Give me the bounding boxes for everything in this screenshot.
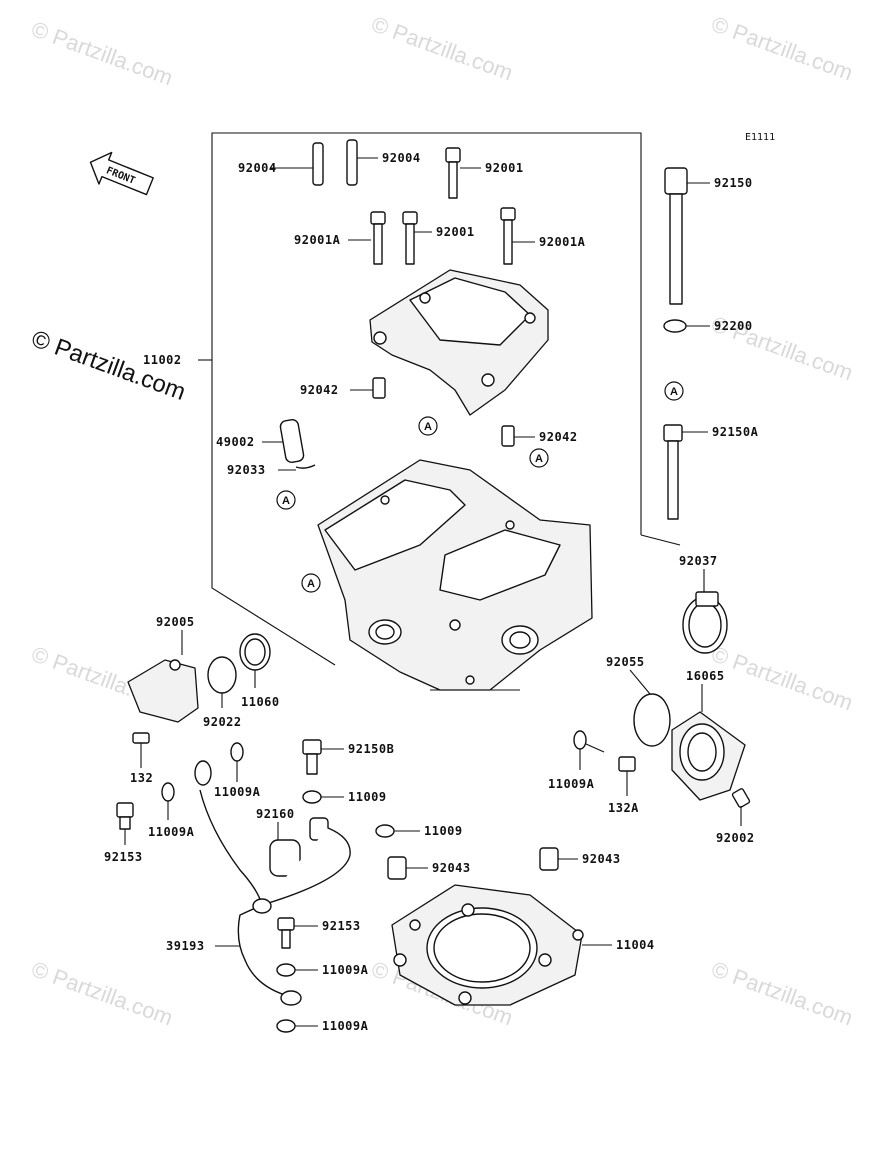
washer-drawing	[161, 730, 587, 1033]
part-label: 92042	[539, 430, 578, 444]
leader-lines	[124, 157, 742, 1027]
part-labels: 92004 92004 92001 92150 92001A 92001 920…	[104, 151, 759, 1033]
part-label: 92004	[382, 151, 421, 165]
part-label: 49002	[216, 435, 255, 449]
part-label: 92055	[606, 655, 645, 669]
cylinder-head-drawing	[317, 459, 593, 691]
part-label: 11009A	[322, 1019, 369, 1033]
part-label: 11060	[241, 695, 280, 709]
watermark: © Partzilla.com	[28, 16, 176, 90]
callout-letter: A	[282, 495, 290, 507]
bolt-drawing	[370, 147, 516, 265]
part-label: 92042	[300, 383, 339, 397]
part-label: 92004	[238, 161, 277, 175]
callout-letter: A	[535, 453, 543, 465]
front-arrow-icon: FRONT	[89, 151, 154, 196]
part-label: 132A	[608, 801, 639, 815]
part-label: 92150A	[712, 425, 759, 439]
head-gasket-drawing	[391, 884, 584, 1006]
callout-letter: A	[670, 386, 678, 398]
bolt-small-drawing	[731, 788, 751, 808]
part-label: 39193	[166, 939, 205, 953]
part-label: 92153	[104, 850, 143, 864]
bolt-small-drawing	[116, 732, 636, 949]
clamp-drawing	[682, 591, 728, 654]
dowel-pin-drawing	[312, 139, 358, 186]
watermark: © Partzilla.com	[28, 956, 176, 1030]
camshaft-holder-drawing	[369, 269, 549, 416]
watermark: © Partzilla.com	[368, 11, 516, 85]
part-label: 92022	[203, 715, 242, 729]
part-label: 92043	[582, 852, 621, 866]
callout-letter: A	[307, 578, 315, 590]
watermark: © Partzilla.com	[708, 956, 856, 1030]
part-label: 92002	[716, 831, 755, 845]
carb-holder-drawing	[671, 711, 746, 801]
part-label: 11009A	[214, 785, 261, 799]
dowel-small-drawing	[372, 377, 515, 447]
ref-code: E1111	[745, 132, 775, 143]
part-label: 92150B	[348, 742, 394, 756]
watermark: © Partzilla.com	[708, 11, 856, 85]
part-label: 92043	[432, 861, 471, 875]
part-label: 11009	[348, 790, 387, 804]
callout-markers: A A A A A	[276, 381, 684, 593]
part-label: 92200	[714, 319, 753, 333]
watermark: © Partzilla.com	[708, 641, 856, 715]
part-label: 92037	[679, 554, 718, 568]
guide-drawing	[279, 419, 316, 469]
part-label: 11002	[143, 353, 182, 367]
dowel-drawing	[387, 847, 559, 880]
water-fitting-drawing	[127, 659, 199, 723]
part-label: 92160	[256, 807, 295, 821]
callout-letter: A	[424, 421, 432, 433]
part-label: 11009A	[322, 963, 369, 977]
head-bolt-drawing	[663, 167, 688, 520]
part-label: 92001A	[539, 235, 586, 249]
o-ring-drawing	[207, 656, 237, 694]
part-label: 92153	[322, 919, 361, 933]
o-ring-drawing	[633, 693, 671, 747]
part-label: 11009	[424, 824, 463, 838]
part-label: 11004	[616, 938, 655, 952]
part-label: 92001	[436, 225, 475, 239]
part-label: 92001A	[294, 233, 341, 247]
part-label: 92005	[156, 615, 195, 629]
part-label: 92033	[227, 463, 266, 477]
plug-drawing	[244, 638, 266, 666]
part-label: 92150	[714, 176, 753, 190]
part-label: 132	[130, 771, 153, 785]
part-label: 16065	[686, 669, 725, 683]
oil-pipe-drawing	[194, 760, 351, 1006]
part-label: 11009A	[148, 825, 195, 839]
part-label: 92001	[485, 161, 524, 175]
part-label: 11009A	[548, 777, 595, 791]
